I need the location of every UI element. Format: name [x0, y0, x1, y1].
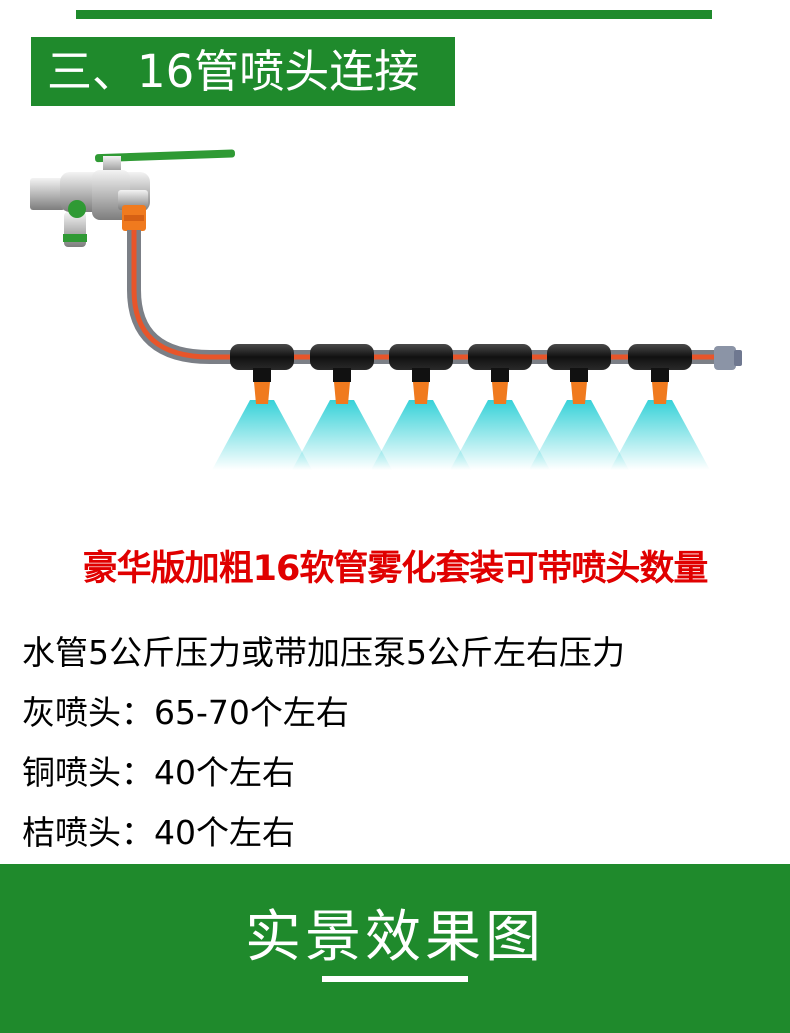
end-plug-icon: [714, 346, 742, 370]
spec-pressure: 水管5公斤压力或带加压泵5公斤左右压力: [22, 633, 625, 672]
hose-nozzle-diagram: [30, 149, 742, 470]
nozzle-unit: [292, 344, 392, 470]
faucet-icon: [30, 149, 235, 247]
top-divider: [76, 10, 712, 19]
spec-orange-nozzle: 桔喷头：40个左右: [22, 813, 295, 852]
nozzle-unit: [529, 344, 629, 470]
kit-capacity-title: 豪华版加粗16软管雾化套装可带喷头数量: [82, 549, 709, 589]
footer-underline: [322, 976, 468, 982]
hose-icon: [127, 230, 720, 364]
footer-title: 实景效果图: [245, 905, 545, 970]
nozzle-unit: [371, 344, 471, 470]
section-title: 三、16管喷头连接: [31, 37, 455, 106]
spec-grey-nozzle: 灰喷头：65-70个左右: [22, 693, 349, 732]
footer-banner: 实景效果图: [0, 864, 790, 1033]
nozzle-unit: [212, 344, 312, 470]
spec-copper-nozzle: 铜喷头：40个左右: [22, 753, 295, 792]
nozzle-unit: [450, 344, 550, 470]
nozzle-unit: [610, 344, 710, 470]
nozzle-array: [212, 344, 710, 470]
